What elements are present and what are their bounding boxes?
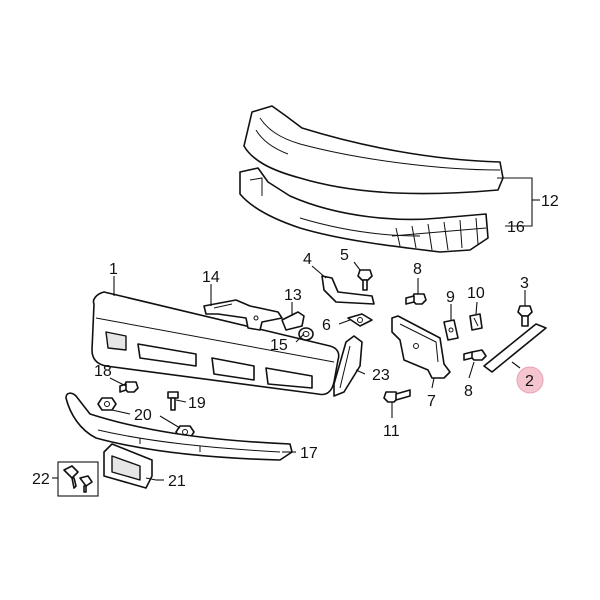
part-19-stud	[167, 391, 179, 411]
part-17-valance	[65, 392, 293, 461]
callout-8-lower: 8	[464, 383, 473, 400]
part-12-bumper-cover	[243, 105, 504, 195]
part-22-fastener-kit	[57, 461, 99, 497]
callout-16: 16	[507, 219, 525, 236]
callout-2-highlight	[516, 366, 544, 394]
callout-19: 19	[188, 395, 206, 412]
part-1-bumper-bar	[91, 291, 340, 396]
callout-18: 18	[94, 363, 112, 380]
part-2-brace	[483, 323, 547, 373]
part-20-nut-left	[97, 397, 117, 411]
part-3-bolt	[517, 305, 533, 327]
callout-4: 4	[303, 251, 312, 268]
callout-13: 13	[284, 287, 302, 304]
callout-9: 9	[446, 289, 455, 306]
callout-1: 1	[109, 261, 118, 278]
part-10-clip	[469, 313, 483, 331]
part-7-mount-bracket	[391, 315, 451, 379]
callout-5: 5	[340, 247, 349, 264]
callout-labels: 12 16 1 14 4 5 13 15 6 23 8 9 10 3 2 7 8…	[32, 193, 559, 490]
part-6-nut	[347, 313, 373, 327]
part-15-retainer	[298, 327, 314, 341]
part-5-bolt	[357, 269, 373, 291]
callout-20: 20	[134, 407, 152, 424]
callout-21: 21	[168, 473, 186, 490]
part-9-plate	[443, 319, 459, 341]
callout-2: 2	[525, 373, 534, 390]
callout-12: 12	[541, 193, 559, 210]
callout-7: 7	[427, 393, 436, 410]
part-16-energy-absorber	[239, 167, 489, 253]
callout-10: 10	[467, 285, 485, 302]
part-21-license-bracket	[103, 443, 157, 489]
callout-15: 15	[270, 337, 288, 354]
callout-23: 23	[372, 367, 390, 384]
callout-14: 14	[202, 269, 220, 286]
part-14-bracket	[203, 299, 283, 331]
part-8-lower-bolt	[463, 349, 487, 361]
leader-lines	[52, 177, 540, 481]
callout-11: 11	[383, 423, 400, 440]
callout-17: 17	[300, 445, 318, 462]
callout-6: 6	[322, 317, 331, 334]
callout-8-upper: 8	[413, 261, 422, 278]
callout-3: 3	[520, 275, 529, 292]
part-4-support	[321, 275, 375, 305]
part-8-upper-bolt	[405, 293, 427, 305]
part-18-bolt	[119, 381, 139, 393]
part-23-filler	[333, 335, 363, 397]
part-11-bolt	[383, 389, 411, 403]
part-13-clip	[281, 311, 305, 331]
callout-22: 22	[32, 471, 50, 488]
